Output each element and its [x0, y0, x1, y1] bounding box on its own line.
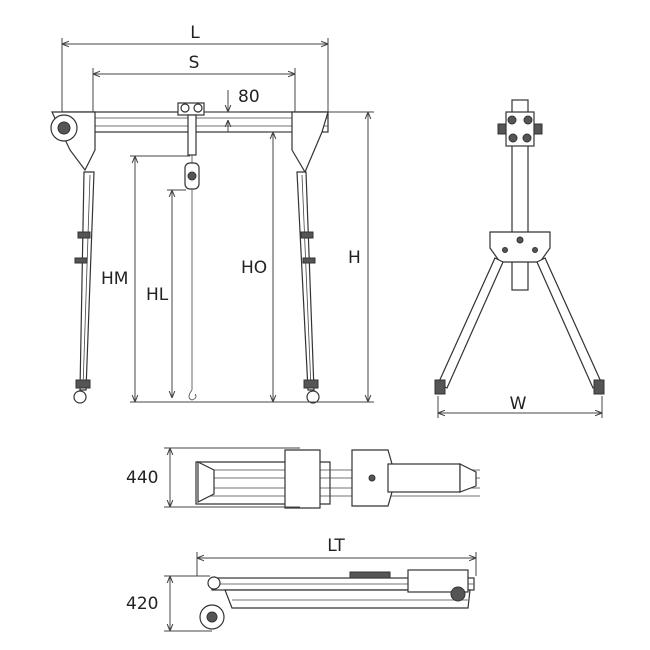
side-right-leg	[536, 257, 603, 389]
dim-S-label: S	[189, 53, 200, 73]
right-leg	[296, 171, 315, 391]
dim-W-label: W	[510, 394, 527, 414]
left-leg	[79, 171, 95, 391]
dim-HM-label: HM	[101, 269, 128, 289]
side-left-leg	[437, 257, 504, 389]
folded-side-view	[199, 569, 475, 630]
left-caster	[73, 390, 87, 404]
folded-legs	[224, 589, 471, 609]
right-end-plate	[291, 111, 329, 174]
dim-420-label: 420	[126, 594, 158, 614]
dim-L-label: L	[190, 23, 200, 43]
dim-440-label: 440	[126, 468, 158, 488]
folded-plate-left	[284, 449, 321, 509]
dim-HO-label: HO	[241, 258, 267, 278]
dim-H-label: H	[348, 248, 361, 268]
front-view	[50, 102, 329, 404]
dim-80-label: 80	[238, 87, 260, 107]
dim-HL-label: HL	[146, 285, 169, 305]
side-view	[434, 99, 605, 395]
folded-top-view	[195, 449, 480, 509]
dim-LT-label: LT	[327, 536, 345, 556]
hook	[188, 389, 197, 401]
folded-end-plate	[407, 569, 469, 593]
right-caster	[306, 390, 320, 404]
folded-right-frame	[387, 463, 461, 493]
